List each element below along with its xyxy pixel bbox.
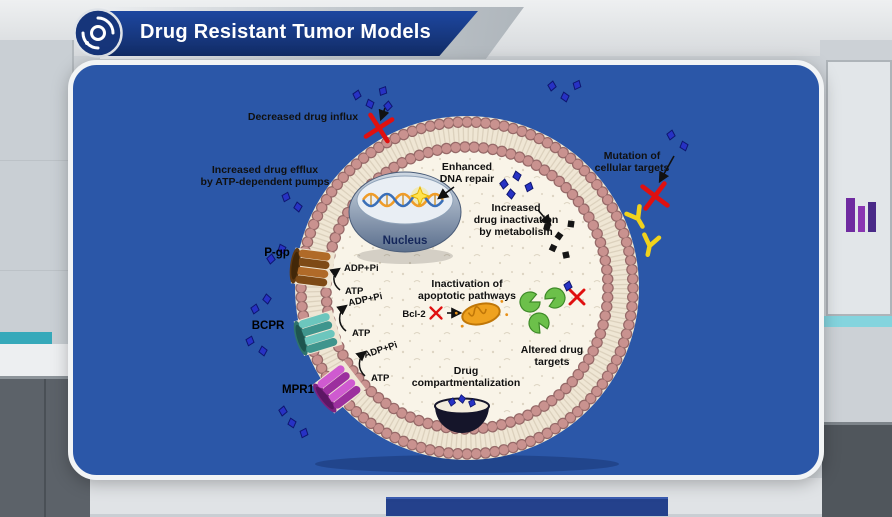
label-metabolism-3: by metabolism bbox=[479, 226, 553, 238]
nucleus-shadow bbox=[357, 248, 453, 264]
label-altered-1: Altered drug bbox=[521, 344, 583, 356]
label-mutation-2: cellular targets bbox=[595, 162, 670, 174]
wall-seam bbox=[0, 270, 70, 271]
label-increased-efflux-1: Increased drug efflux bbox=[212, 164, 318, 176]
camera-spiral-icon bbox=[73, 8, 123, 58]
bcpr-atp-label: ATP bbox=[352, 328, 371, 339]
nucleus-label: Nucleus bbox=[383, 235, 428, 247]
mpr1-atp-arrow bbox=[355, 350, 367, 377]
lab-bottle bbox=[846, 198, 855, 232]
dna-strand-blue bbox=[361, 192, 445, 208]
bcpr-pump bbox=[293, 309, 343, 357]
pump-opening bbox=[295, 324, 307, 352]
label-bcl2: Bcl-2 bbox=[402, 309, 425, 320]
pump-opening bbox=[315, 386, 334, 410]
dna-strand-orange bbox=[361, 192, 445, 208]
label-apoptotic-1: Inactivation of bbox=[431, 278, 503, 290]
wall-seam bbox=[0, 160, 70, 161]
lab-bottle bbox=[858, 206, 865, 232]
pump-name-mpr1: MPR1 bbox=[282, 384, 315, 396]
page-title: Drug Resistant Tumor Models bbox=[140, 21, 432, 43]
pgp-atp-arrow bbox=[329, 267, 341, 291]
arrow-influx bbox=[378, 107, 390, 122]
pump-name-pgp: P-gp bbox=[264, 247, 290, 259]
membrane-beads-outer bbox=[296, 117, 638, 459]
diagram-svg: Nucleus Decreased drug influx Increased … bbox=[68, 60, 824, 480]
pump-opening bbox=[291, 251, 300, 280]
pgp-adp-label: ADP+Pi bbox=[344, 263, 379, 274]
compartment-bowl bbox=[434, 397, 490, 433]
lab-teal-strip-right bbox=[820, 316, 892, 327]
pgp-atp-label: ATP bbox=[345, 286, 364, 297]
cell-shadow bbox=[315, 455, 619, 473]
lab-bench-blue bbox=[386, 497, 668, 516]
cabinet-seam bbox=[44, 379, 46, 517]
diagram-panel: Nucleus Decreased drug influx Increased … bbox=[68, 60, 824, 480]
lab-cabinet-right bbox=[822, 422, 892, 517]
inactivated-drug-icon bbox=[562, 251, 570, 259]
label-enhanced-repair-2: DNA repair bbox=[440, 173, 494, 185]
label-apoptotic-2: apoptotic pathways bbox=[418, 290, 516, 302]
annotation-arrows bbox=[378, 107, 675, 319]
label-mutation-1: Mutation of bbox=[604, 150, 661, 162]
arrow-mutation bbox=[658, 155, 675, 184]
pgp-pump bbox=[289, 247, 336, 289]
pump-name-bcpr: BCPR bbox=[252, 320, 285, 332]
repair-star-icon bbox=[409, 185, 431, 207]
lab-teal-strip-left bbox=[0, 332, 52, 344]
nucleus-top-face bbox=[356, 175, 454, 225]
label-metabolism-2: drug inactivation bbox=[474, 214, 559, 226]
label-enhanced-repair-1: Enhanced bbox=[442, 161, 492, 173]
nucleus: Nucleus bbox=[348, 171, 462, 264]
membrane-lipid-tails bbox=[302, 123, 632, 453]
label-increased-efflux-2: by ATP-dependent pumps bbox=[201, 176, 330, 188]
lab-wall-left bbox=[0, 40, 74, 380]
arrow-metabolism bbox=[537, 209, 552, 226]
label-compartmentalization-2: compartmentalization bbox=[412, 377, 521, 389]
mpr1-pump bbox=[312, 360, 366, 414]
mpr1-atp-label: ATP bbox=[371, 373, 390, 384]
bcpr-atp-arrow bbox=[336, 304, 348, 332]
label-decreased-influx: Decreased drug influx bbox=[248, 111, 358, 123]
inactivated-drug-icon bbox=[567, 220, 575, 228]
title-banner: Drug Resistant Tumor Models bbox=[70, 4, 540, 64]
label-compartmentalization-1: Drug bbox=[454, 365, 479, 377]
dna-rungs bbox=[370, 195, 436, 205]
lab-counter-left bbox=[0, 344, 72, 376]
banner-blue-plate bbox=[92, 11, 478, 56]
arrow-repair bbox=[437, 186, 455, 200]
mitochondria-icon bbox=[454, 299, 509, 328]
lab-bottle bbox=[868, 202, 876, 232]
lab-fume-hood bbox=[826, 60, 892, 316]
label-altered-2: targets bbox=[534, 356, 569, 368]
label-metabolism-1: Increased bbox=[491, 202, 540, 214]
